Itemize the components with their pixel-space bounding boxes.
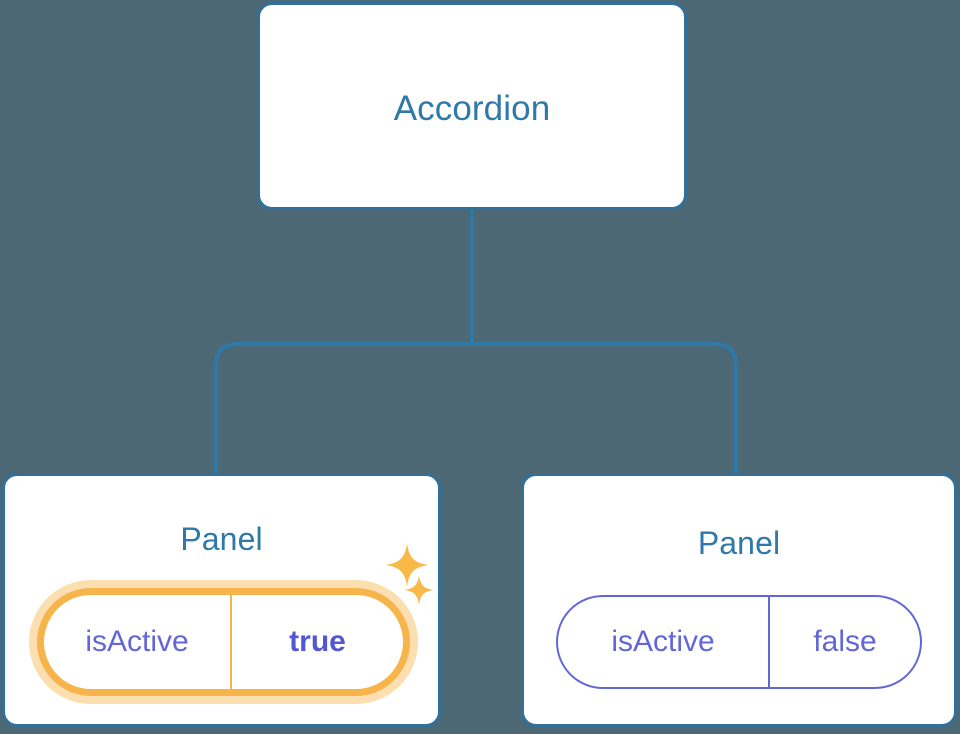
sparkle-icon	[404, 575, 434, 605]
prop-value: true	[289, 625, 346, 658]
edge-branch-left	[214, 342, 472, 473]
edge-branch-right	[472, 342, 738, 473]
prop-pill-isactive-false[interactable]: isActive false	[556, 595, 922, 689]
node-title: Accordion	[393, 89, 551, 128]
node-title: Panel	[697, 525, 781, 561]
sparkle-icon	[385, 543, 429, 587]
node-title: Panel	[180, 521, 263, 557]
prop-value: false	[813, 625, 877, 658]
prop-pill-isactive-true[interactable]: isActive true	[37, 588, 410, 696]
tree-node-accordion[interactable]: Accordion	[257, 2, 687, 210]
prop-key: isActive	[558, 597, 770, 687]
prop-key: isActive	[44, 595, 232, 689]
